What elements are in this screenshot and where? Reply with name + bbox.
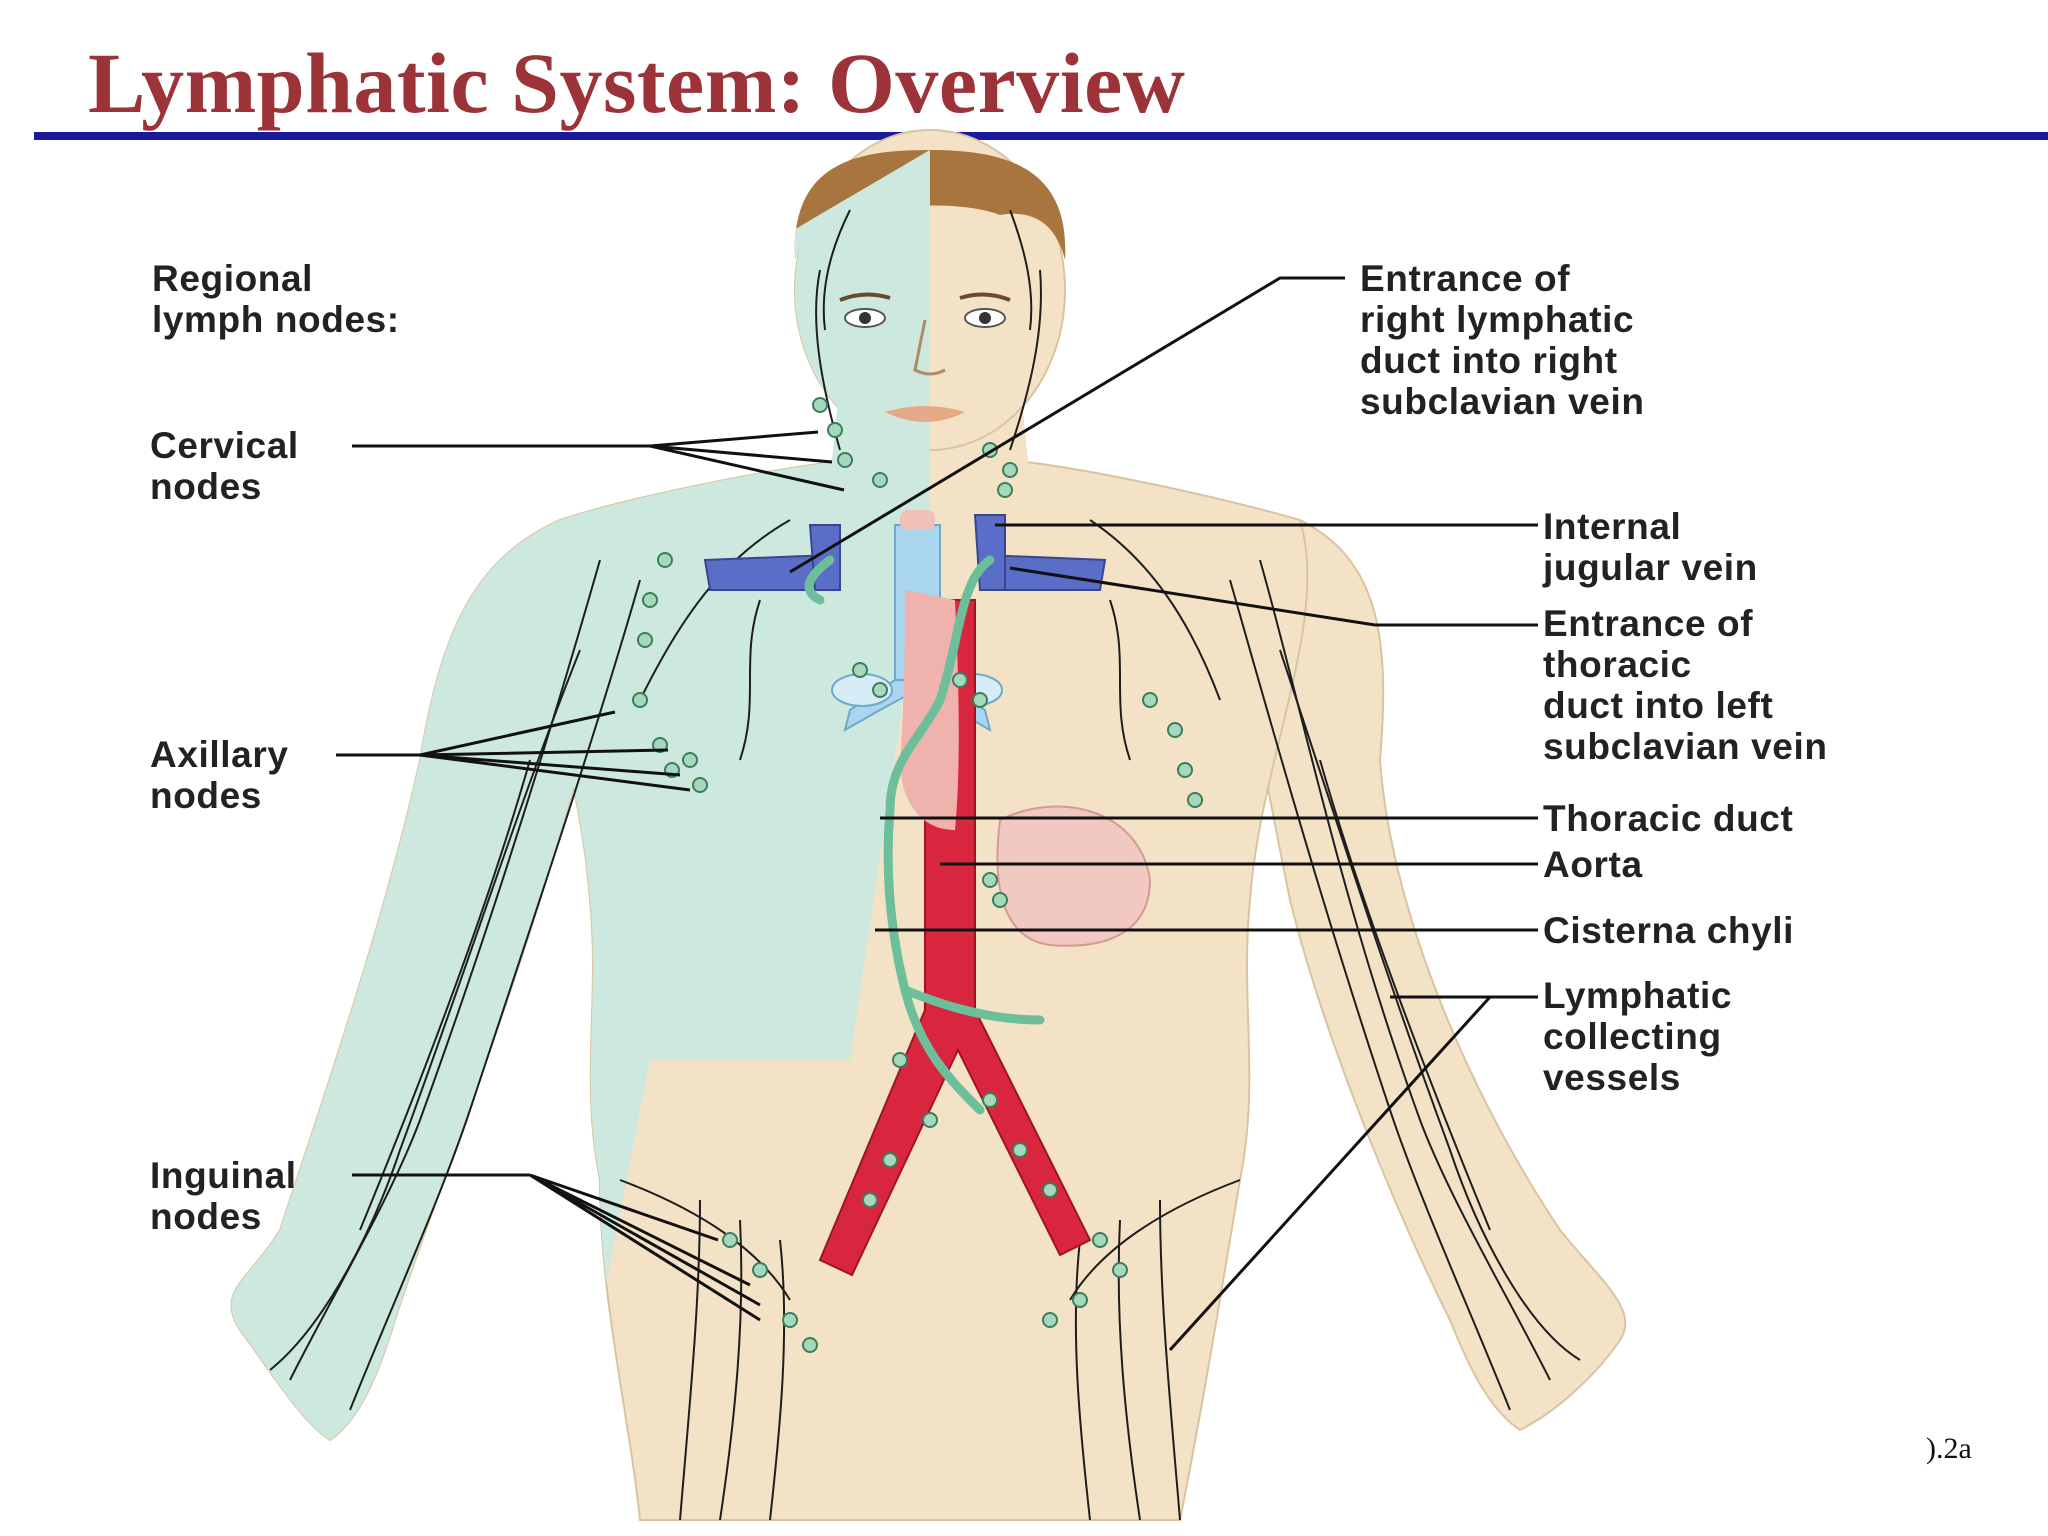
- label-jugular-line2: jugular vein: [1543, 547, 1758, 588]
- label-thoracic-entrance-line3: duct into left: [1543, 685, 1774, 726]
- label-right-duct-line3: duct into right: [1360, 340, 1618, 381]
- title-underline: [34, 132, 2048, 140]
- regional-nodes-heading: Regional lymph nodes:: [152, 258, 400, 340]
- label-thoracic-entrance-line1: Entrance of: [1543, 603, 1754, 644]
- label-internal-jugular: Internal jugular vein: [1543, 506, 1758, 588]
- hair: [794, 150, 1066, 260]
- collecting-vessels: [269, 209, 1581, 1521]
- label-collecting-line1: Lymphatic: [1543, 975, 1733, 1016]
- leader-inguinal: [352, 1173, 761, 1322]
- lymph-nodes: [632, 397, 1203, 1353]
- label-right-duct-entrance: Entrance of right lymphatic duct into ri…: [1360, 258, 1645, 422]
- leader-right-duct: [789, 276, 1345, 574]
- label-jugular-line1: Internal: [1543, 506, 1682, 547]
- label-axillary-nodes: Axillary nodes: [150, 734, 289, 816]
- label-cisterna-chyli: Cisterna chyli: [1543, 910, 1795, 951]
- label-collecting-line3: vessels: [1543, 1057, 1681, 1098]
- label-inguinal-line2: nodes: [150, 1196, 262, 1237]
- label-axillary-line2: nodes: [150, 775, 262, 816]
- leader-cervical: [352, 430, 845, 492]
- label-cervical-line1: Cervical: [150, 425, 299, 466]
- label-axillary-line1: Axillary: [150, 734, 289, 775]
- leader-collecting: [1168, 995, 1538, 1352]
- abdominal-organ: [996, 805, 1152, 947]
- mouth: [885, 406, 965, 422]
- label-cervical-line2: nodes: [150, 466, 262, 507]
- leader-axillary: [336, 710, 691, 792]
- label-thoracic-duct: Thoracic duct: [1543, 798, 1794, 839]
- left-arm: [1238, 518, 1627, 1432]
- label-aorta: Aorta: [1543, 844, 1643, 885]
- label-collecting-line2: collecting: [1543, 1016, 1722, 1057]
- label-right-duct-line2: right lymphatic: [1360, 299, 1635, 340]
- regional-nodes-heading-line1: Regional: [152, 258, 314, 299]
- thoracic-duct: [804, 555, 1045, 1115]
- label-thoracic-entrance-line4: subclavian vein: [1543, 726, 1828, 767]
- face: [839, 292, 1011, 422]
- figure-reference: ).2a: [1926, 1432, 1972, 1465]
- regional-nodes-heading-line2: lymph nodes:: [152, 299, 400, 340]
- label-cervical-nodes: Cervical nodes: [150, 425, 299, 507]
- label-collecting-vessels: Lymphatic collecting vessels: [1543, 975, 1732, 1098]
- leader-lines: [336, 276, 1538, 1352]
- label-inguinal-line1: Inguinal: [150, 1155, 297, 1196]
- label-inguinal-nodes: Inguinal nodes: [150, 1155, 297, 1237]
- label-right-duct-line1: Entrance of: [1360, 258, 1571, 299]
- leader-thoracic-entrance: [1009, 566, 1538, 627]
- nose: [913, 319, 946, 376]
- label-thoracic-duct-entrance: Entrance of thoracic duct into left subc…: [1543, 603, 1828, 767]
- slide-title: Lymphatic System: Overview: [88, 35, 1186, 131]
- label-right-duct-line4: subclavian vein: [1360, 381, 1645, 422]
- label-thoracic-entrance-line2: thoracic: [1543, 644, 1692, 685]
